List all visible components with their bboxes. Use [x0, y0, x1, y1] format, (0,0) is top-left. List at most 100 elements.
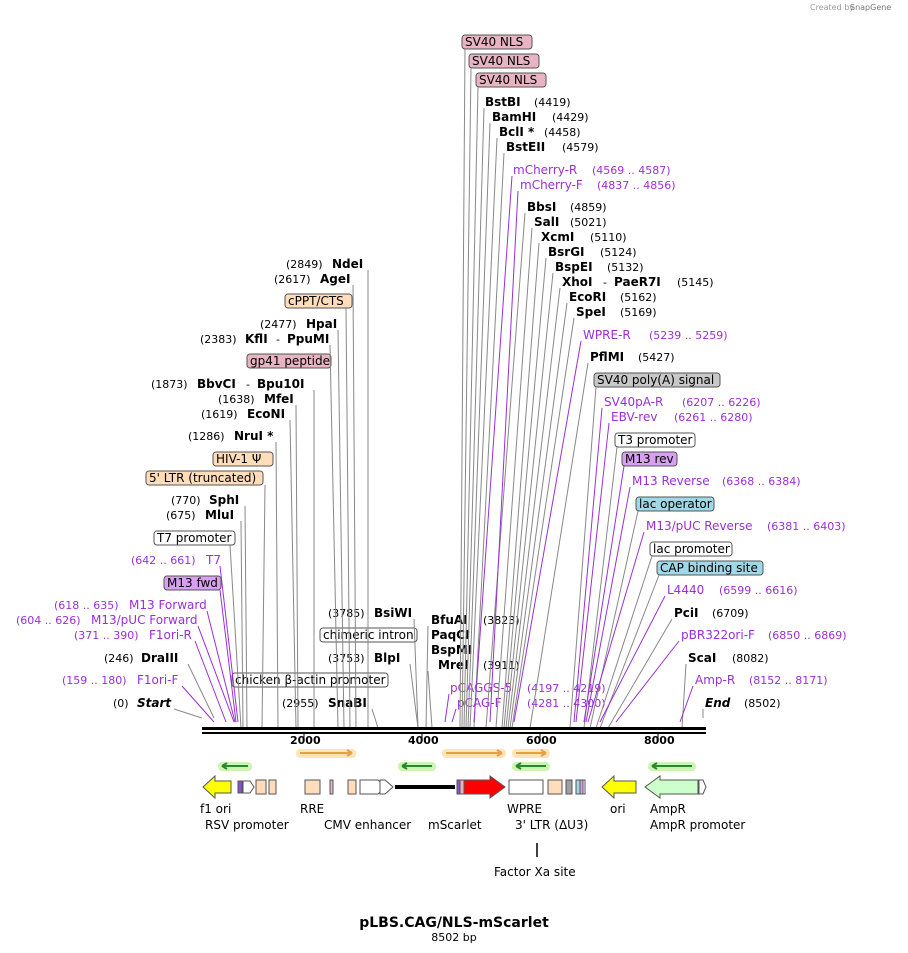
feature-m13-rev: M13 rev — [625, 452, 674, 466]
site-hpai: HpaI — [306, 317, 337, 331]
orf-arrow-left-1 — [221, 762, 248, 770]
primer-mcherry-r: mCherry-R — [513, 163, 577, 177]
site-bsrgi: BsrGI — [548, 245, 585, 259]
primer-t7: T7 — [205, 553, 221, 567]
feature-labels-bottom: f1 ori RSV promoter RRE CMV enhancer mSc… — [200, 802, 745, 879]
label-rsv-promoter: RSV promoter — [205, 818, 289, 832]
sequence-backbone: 2000 4000 6000 8000 — [202, 727, 706, 747]
primer-mcherry-r-pos: (4569 .. 4587) — [592, 164, 671, 177]
site-kfli-pos: (2383) — [200, 333, 237, 346]
site-bamhi: BamHI — [492, 110, 536, 124]
site-start: Start — [137, 696, 172, 710]
feature-hiv1-psi: HIV-1 Ψ — [216, 452, 261, 466]
orf-arrow-right-3 — [516, 749, 547, 757]
site-paer7i: PaeR7I — [614, 275, 661, 289]
feature-lac-promoter: lac promoter — [653, 542, 730, 556]
label-3ltr: 3' LTR (ΔU3) — [515, 818, 588, 832]
site-bpu10i: Bpu10I — [257, 377, 304, 391]
site-bsteii-pos: (4579) — [562, 141, 599, 154]
site-mfei-pos: (1638) — [218, 393, 255, 406]
site-xcmi: XcmI — [541, 230, 574, 244]
primer-m13puc-reverse: M13/pUC Reverse — [646, 519, 753, 533]
site-scai-pos: (8082) — [732, 652, 769, 665]
primer-wpre-r-pos: (5239 .. 5259) — [649, 329, 728, 342]
site-agei: AgeI — [320, 272, 350, 286]
primer-m13-reverse-pos: (6368 .. 6384) — [722, 475, 801, 488]
feature-labels-top: SV40 NLS SV40 NLS SV40 NLS cPPT/CTS gp41… — [145, 34, 764, 688]
site-mfei: MfeI — [264, 392, 294, 406]
site-bspei: BspEI — [555, 260, 593, 274]
label-ampr-promoter: AmpR promoter — [650, 818, 745, 832]
primer-f1ori-f-pos: (159 .. 180) — [62, 674, 127, 687]
feature-sv40-polya: SV40 poly(A) signal — [597, 373, 714, 387]
primers-right: mCherry-R (4569 .. 4587) mCherry-F (4837… — [450, 163, 847, 710]
primers-left: (642 .. 661) T7 (618 .. 635) M13 Forward… — [16, 553, 221, 687]
feature-sv40-nls-3: SV40 NLS — [479, 73, 537, 87]
site-econi: EcoNI — [247, 407, 285, 421]
site-snabi-pos: (2955) — [282, 697, 319, 710]
svg-text:-: - — [603, 276, 607, 289]
label-wpre: WPRE — [507, 802, 542, 816]
ampr-promoter-arrow — [698, 779, 707, 795]
site-mlui-pos: (675) — [166, 509, 196, 522]
site-mrei: MreI — [438, 658, 468, 672]
site-pcii: PciI — [674, 606, 699, 620]
site-bamhi-pos: (4429) — [552, 111, 589, 124]
tick-2000: 2000 — [290, 734, 321, 747]
feature-chicken-beta-actin-promoter: chicken β-actin promoter — [235, 673, 386, 687]
site-bbvci: BbvCI — [197, 377, 236, 391]
site-econi-pos: (1619) — [201, 408, 238, 421]
tick-8000: 8000 — [644, 734, 675, 747]
primer-pcaggs-5-pos: (4197 .. 4219) — [527, 682, 606, 695]
primer-m13-forward-pos: (618 .. 635) — [54, 599, 119, 612]
primer-pbr322ori-f-pos: (6850 .. 6869) — [768, 629, 847, 642]
orf-arrow-left-3 — [515, 762, 546, 770]
primer-amp-r-pos: (8152 .. 8171) — [749, 674, 828, 687]
site-xhoi: XhoI — [562, 275, 593, 289]
feature-lac-operator: lac operator — [639, 497, 712, 511]
site-bsrgi-pos: (5124) — [600, 246, 637, 259]
svg-text:-: - — [276, 333, 280, 346]
label-mscarlet: mScarlet — [428, 818, 482, 832]
connector-lines — [173, 48, 704, 729]
site-draiii: DraIII — [141, 651, 178, 665]
site-nrui: NruI * — [234, 429, 274, 443]
feature-track — [202, 774, 707, 800]
site-paer7i-pos: (5145) — [677, 276, 714, 289]
site-nrui-pos: (1286) — [188, 430, 225, 443]
primer-pbr322ori-f: pBR322ori-F — [681, 628, 755, 642]
primer-connector-lines — [181, 175, 694, 723]
credit-text: Created by — [810, 3, 854, 12]
primer-f1ori-r: F1ori-R — [149, 628, 192, 642]
primer-m13-reverse: M13 Reverse — [632, 474, 710, 488]
primer-amp-r: Amp-R — [695, 673, 735, 687]
site-xcmi-pos: (5110) — [590, 231, 627, 244]
primer-sv40pa-r-pos: (6207 .. 6226) — [682, 396, 761, 409]
primer-m13-forward: M13 Forward — [129, 598, 207, 612]
site-pflmi: PflMI — [590, 350, 624, 364]
primer-pcag-f: pCAG-F — [457, 696, 502, 710]
primer-sv40pa-r: SV40pA-R — [604, 395, 663, 409]
feature-cppt-cts: cPPT/CTS — [288, 294, 344, 308]
site-bsteii: BstEII — [506, 140, 545, 154]
orf-arrow-left-4 — [651, 762, 692, 770]
site-bstbi: BstBI — [485, 95, 521, 109]
site-mlui: MluI — [205, 508, 234, 522]
feature-cap-binding-site: CAP binding site — [660, 561, 758, 575]
site-draiii-pos: (246) — [104, 652, 134, 665]
site-agei-pos: (2617) — [274, 273, 311, 286]
site-sphi-pos: (770) — [171, 494, 201, 507]
site-bspmi: BspMI — [431, 643, 472, 657]
label-ampr: AmpR — [650, 802, 686, 816]
site-spei: SpeI — [576, 305, 606, 319]
primer-pcaggs-5: pCAGGS-5 — [450, 681, 512, 695]
wpre-box — [508, 779, 544, 795]
ori-arrow — [601, 774, 637, 800]
feature-m13-fwd: M13 fwd — [167, 576, 218, 590]
plasmid-length: 8502 bp — [431, 931, 476, 944]
f1-ori-arrow — [202, 774, 232, 800]
orf-arrow-left-2 — [401, 762, 432, 770]
site-pflmi-pos: (5427) — [638, 351, 675, 364]
label-f1-ori: f1 ori — [200, 802, 231, 816]
tick-4000: 4000 — [408, 734, 439, 747]
